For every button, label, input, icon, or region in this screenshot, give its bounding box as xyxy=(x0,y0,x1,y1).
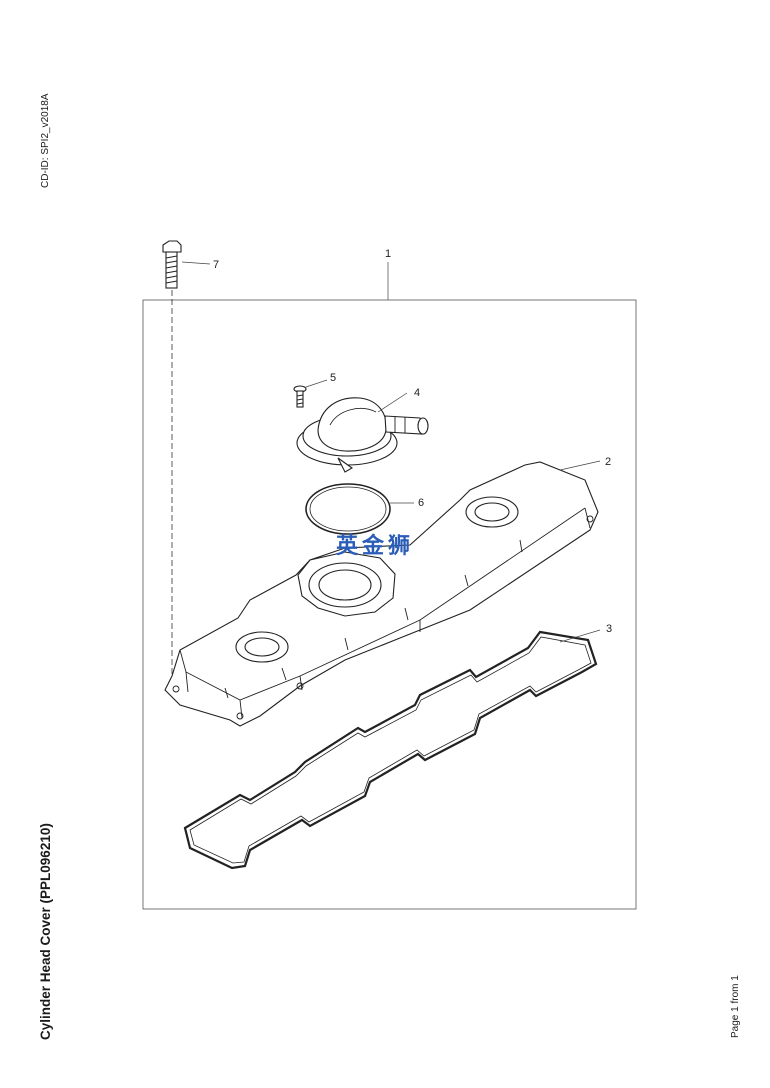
watermark: 英金狮 xyxy=(336,533,414,559)
part-4-breather xyxy=(296,397,429,473)
callout-7: 7 xyxy=(213,259,219,271)
leader-2 xyxy=(559,460,601,471)
callout-4: 4 xyxy=(414,387,420,399)
kit-frame xyxy=(142,299,637,910)
part-6-o-ring xyxy=(305,483,391,535)
callout-1: 1 xyxy=(385,248,391,260)
callout-3: 3 xyxy=(606,623,612,635)
part-5-screw xyxy=(293,385,307,408)
part-3-gasket xyxy=(183,630,598,870)
leader-3 xyxy=(559,629,601,643)
leader-5 xyxy=(305,379,328,388)
part-2-cover xyxy=(164,461,599,727)
leader-7 xyxy=(181,261,211,265)
callout-2: 2 xyxy=(605,456,611,468)
part-7-bolt xyxy=(162,240,182,680)
callout-5: 5 xyxy=(330,372,336,384)
callout-6: 6 xyxy=(418,497,424,509)
leader-4 xyxy=(377,392,408,413)
